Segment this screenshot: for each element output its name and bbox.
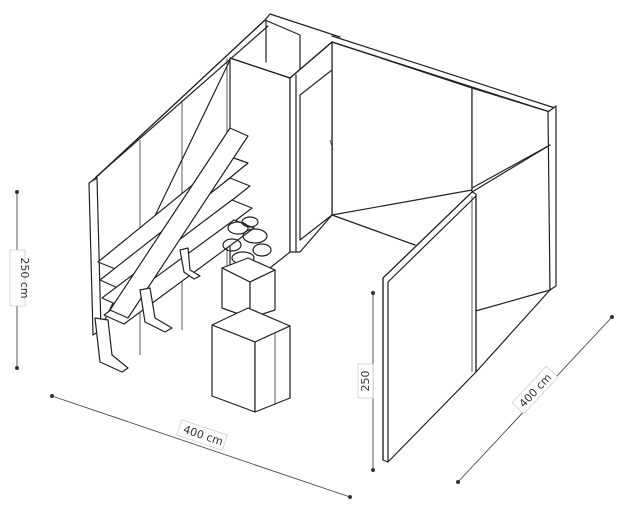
dimension-label-height-left: 250 cm [18,257,31,298]
pedestal [221,257,276,319]
shelving-unit [94,127,255,373]
dimension-height-left: 250 cm [9,190,31,370]
dimension-height-front: 250 [357,291,375,472]
dimension-width-front: 400 cm [50,394,352,499]
dimension-label-height-front: 250 [359,371,372,392]
plant-icon [222,216,272,272]
dimension-depth-right: 400 cm [456,315,614,484]
dimension-label-depth-right: 400 cm [517,371,555,410]
counter-desk [211,307,291,413]
front-right-wall [382,144,551,463]
right-side-wall [471,87,557,313]
